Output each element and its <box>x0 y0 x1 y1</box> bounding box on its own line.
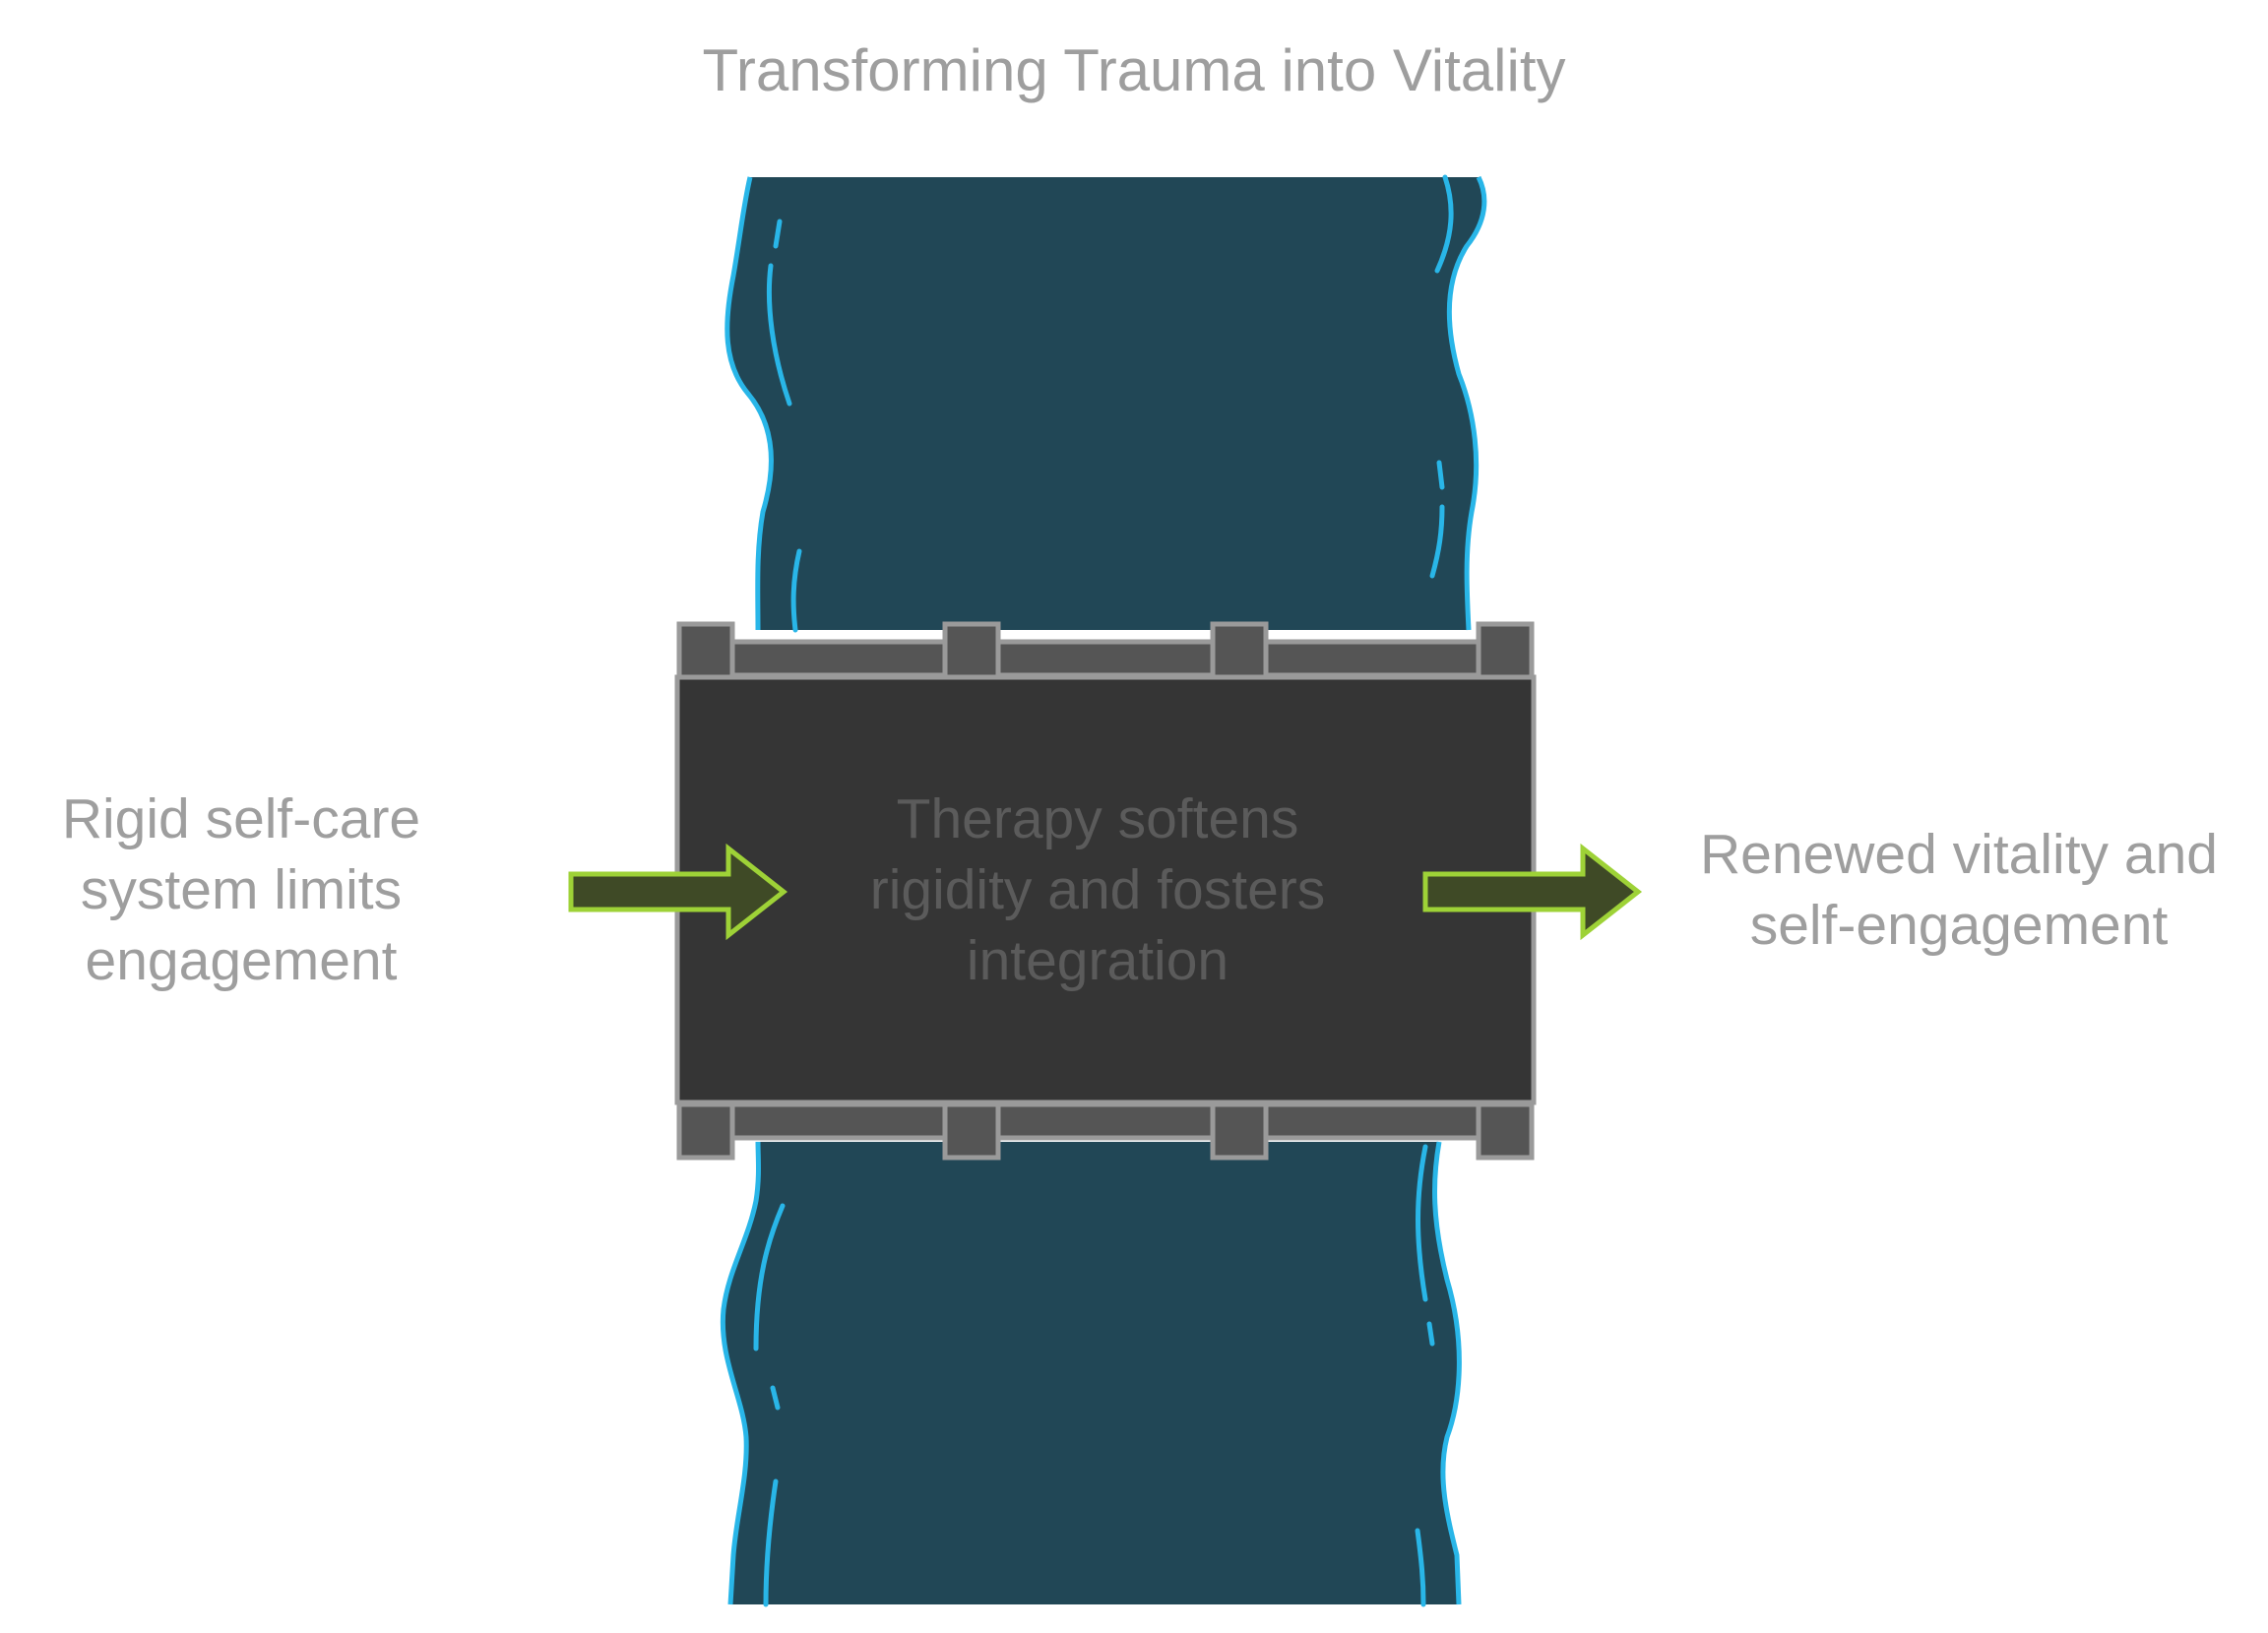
input-label-line-1: Rigid self-care <box>10 784 472 854</box>
output-label: Renewed vitality and self-engagement <box>1664 819 2254 961</box>
bridge-post-top-2 <box>945 624 998 677</box>
bridge-post-bottom-3 <box>1213 1104 1266 1158</box>
bridge-post-bottom-4 <box>1479 1104 1532 1158</box>
process-label: Therapy softens rigidity and fosters int… <box>807 784 1388 996</box>
river-lower-fill <box>723 1142 1459 1604</box>
bridge-post-top-4 <box>1479 624 1532 677</box>
process-label-line-3: integration <box>807 925 1388 996</box>
input-label-line-2: system limits <box>10 854 472 925</box>
bridge-post-top-1 <box>679 624 732 677</box>
bridge-post-bottom-1 <box>679 1104 732 1158</box>
bridge-post-bottom-2 <box>945 1104 998 1158</box>
process-label-line-1: Therapy softens <box>807 784 1388 854</box>
input-label-line-3: engagement <box>10 925 472 996</box>
bridge-rail-top <box>679 642 1532 675</box>
output-label-line-2: self-engagement <box>1664 890 2254 961</box>
process-label-line-2: rigidity and fosters <box>807 854 1388 925</box>
bridge-post-top-3 <box>1213 624 1266 677</box>
diagram-title: Transforming Trauma into Vitality <box>445 35 1823 106</box>
bridge-rail-bottom <box>679 1104 1532 1138</box>
output-label-line-1: Renewed vitality and <box>1664 819 2254 890</box>
river-upper-fill <box>727 177 1484 630</box>
input-label: Rigid self-care system limits engagement <box>10 784 472 996</box>
